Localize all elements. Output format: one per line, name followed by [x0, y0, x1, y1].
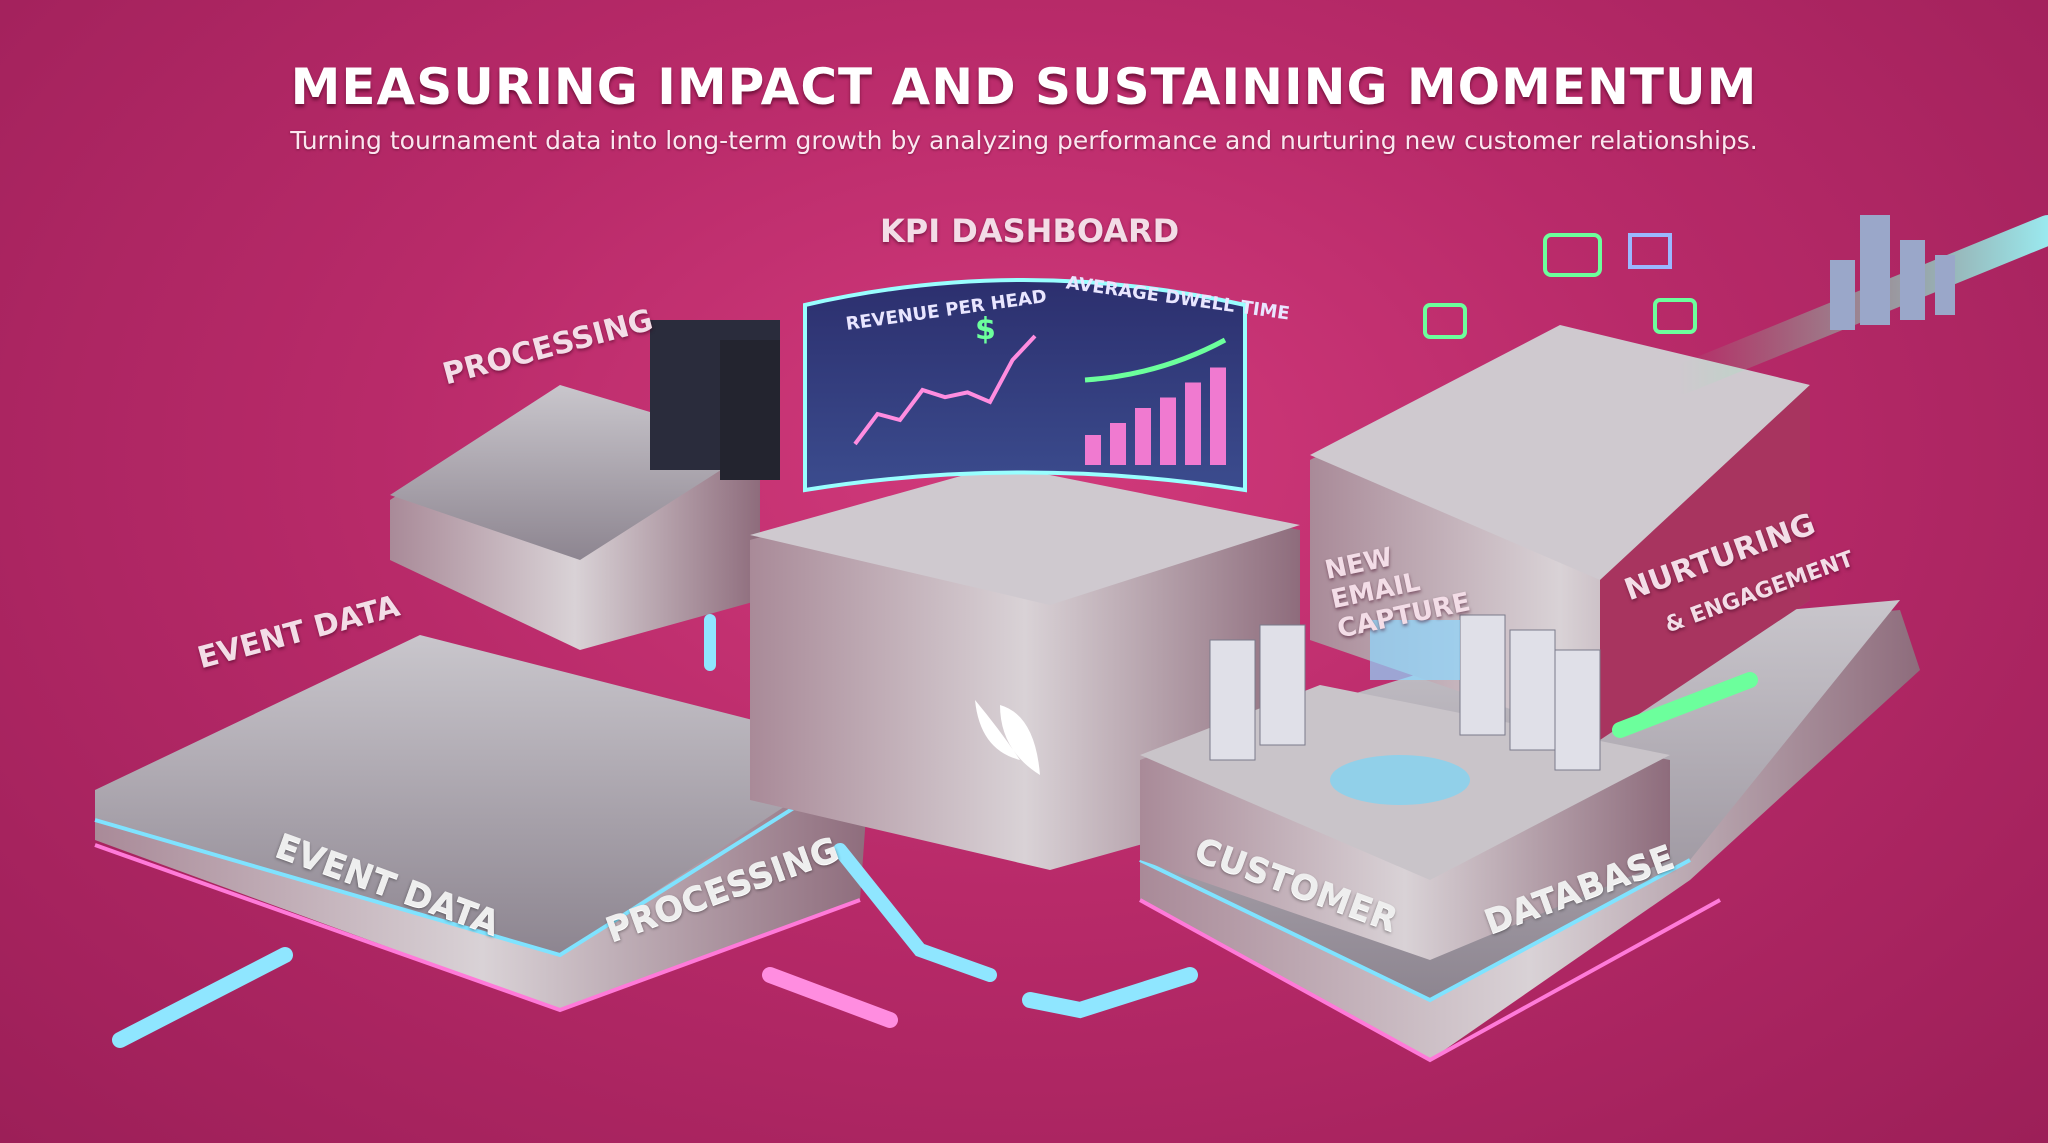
average-dwell-time-chart [1084, 337, 1227, 465]
dwell-bar [1160, 397, 1176, 465]
database-block [1140, 614, 1670, 960]
dwell-bar [1085, 435, 1101, 465]
dollar-icon: $ [975, 312, 996, 347]
arrow-icon [833, 843, 997, 982]
arrow-icon [762, 967, 898, 1028]
trend-arrow-icon [1084, 337, 1227, 383]
arrow-icon [1612, 672, 1758, 738]
dwell-bar [1210, 367, 1226, 465]
revenue-line [853, 334, 1037, 446]
kpi-dashboard-screen [803, 278, 1247, 493]
dwell-bar [1135, 408, 1151, 465]
base-platform-left [94, 635, 872, 1013]
chat-bubble-icons [1423, 233, 1697, 339]
arrow-icon [112, 947, 293, 1048]
arrow-icon [1022, 967, 1198, 1019]
dwell-bar [1110, 423, 1126, 465]
page-title: MEASURING IMPACT AND SUSTAINING MOMENTUM [290, 58, 1758, 116]
email-envelope-icon [1370, 620, 1460, 680]
label-kpi-dashboard: KPI DASHBOARD [880, 212, 1180, 250]
processing-block [390, 320, 780, 650]
city-skyline-icon [1830, 215, 1955, 330]
revenue-per-head-chart [853, 334, 1037, 446]
page-subtitle: Turning tournament data into long-term g… [290, 126, 1758, 155]
dwell-bar [1185, 382, 1201, 465]
butterfly-logo-icon [975, 700, 1040, 775]
